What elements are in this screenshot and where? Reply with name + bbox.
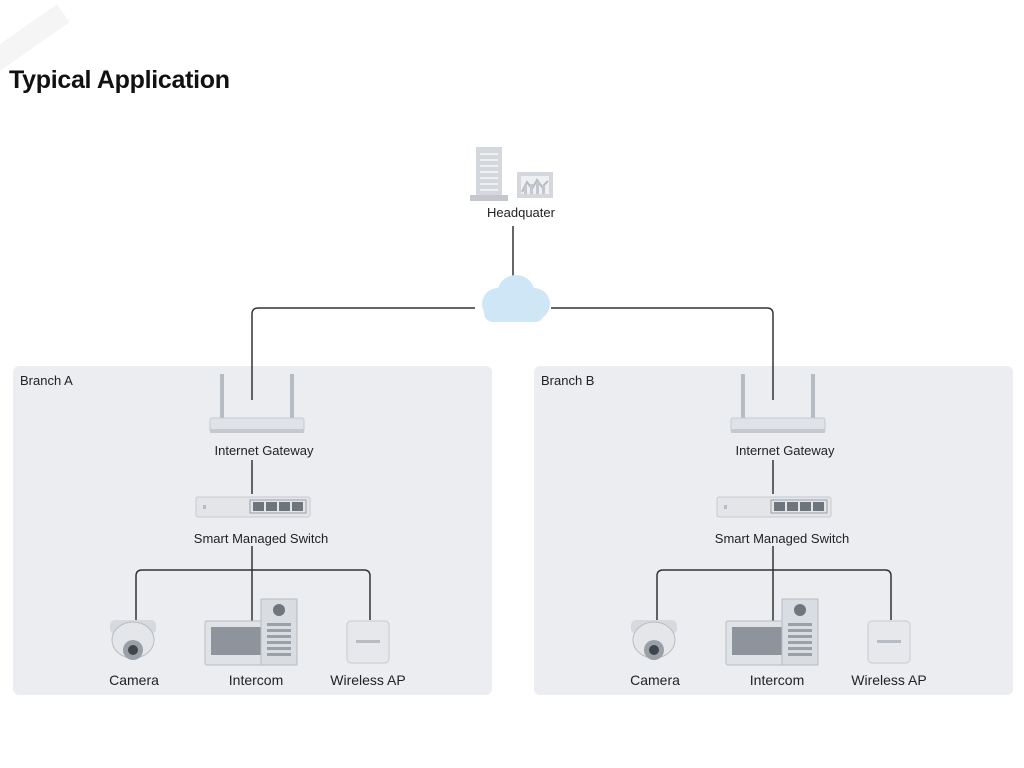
building-icon [470,147,508,201]
branch-a-label: Branch A [20,373,73,388]
branch-b-access-point-icon [867,620,911,664]
branch-b-dome-camera-icon [631,620,677,660]
branch-b-intercom-icon [725,598,819,666]
branch-b-device-label-ap: Wireless AP [851,672,927,688]
branch-a-switch-label: Smart Managed Switch [193,531,329,546]
headquarter-label: Headquater [487,205,555,220]
branch-a-router-icon [209,374,305,433]
branch-b-device-label-camera: Camera [630,672,680,688]
branch-a-switch-icon [195,496,311,518]
branch-a-intercom-icon [204,598,298,666]
branch-a-gateway-label: Internet Gateway [214,443,314,458]
cloud-icon [482,275,550,322]
branch-a-device-label-ap: Wireless AP [330,672,406,688]
branch-a-access-point-icon [346,620,390,664]
branch-b-gateway-label: Internet Gateway [735,443,835,458]
branch-b-device-label-intercom: Intercom [749,672,805,688]
branch-b-switch-label: Smart Managed Switch [714,531,850,546]
link-a-switch-ap [252,569,371,620]
branch-b-router-icon [730,374,826,433]
page-title: Typical Application [9,66,230,94]
link-cloud-branch-b [551,307,774,400]
branch-b-switch-icon [716,496,832,518]
link-b-switch-ap [773,569,892,620]
chart-icon [517,172,553,198]
link-a-switch-camera [135,569,252,620]
link-b-switch-camera [656,569,773,620]
branch-a-device-label-camera: Camera [109,672,159,688]
branch-a-device-label-intercom: Intercom [228,672,284,688]
branch-b-label: Branch B [541,373,595,388]
branch-a-dome-camera-icon [110,620,156,660]
link-cloud-branch-a [251,307,475,400]
